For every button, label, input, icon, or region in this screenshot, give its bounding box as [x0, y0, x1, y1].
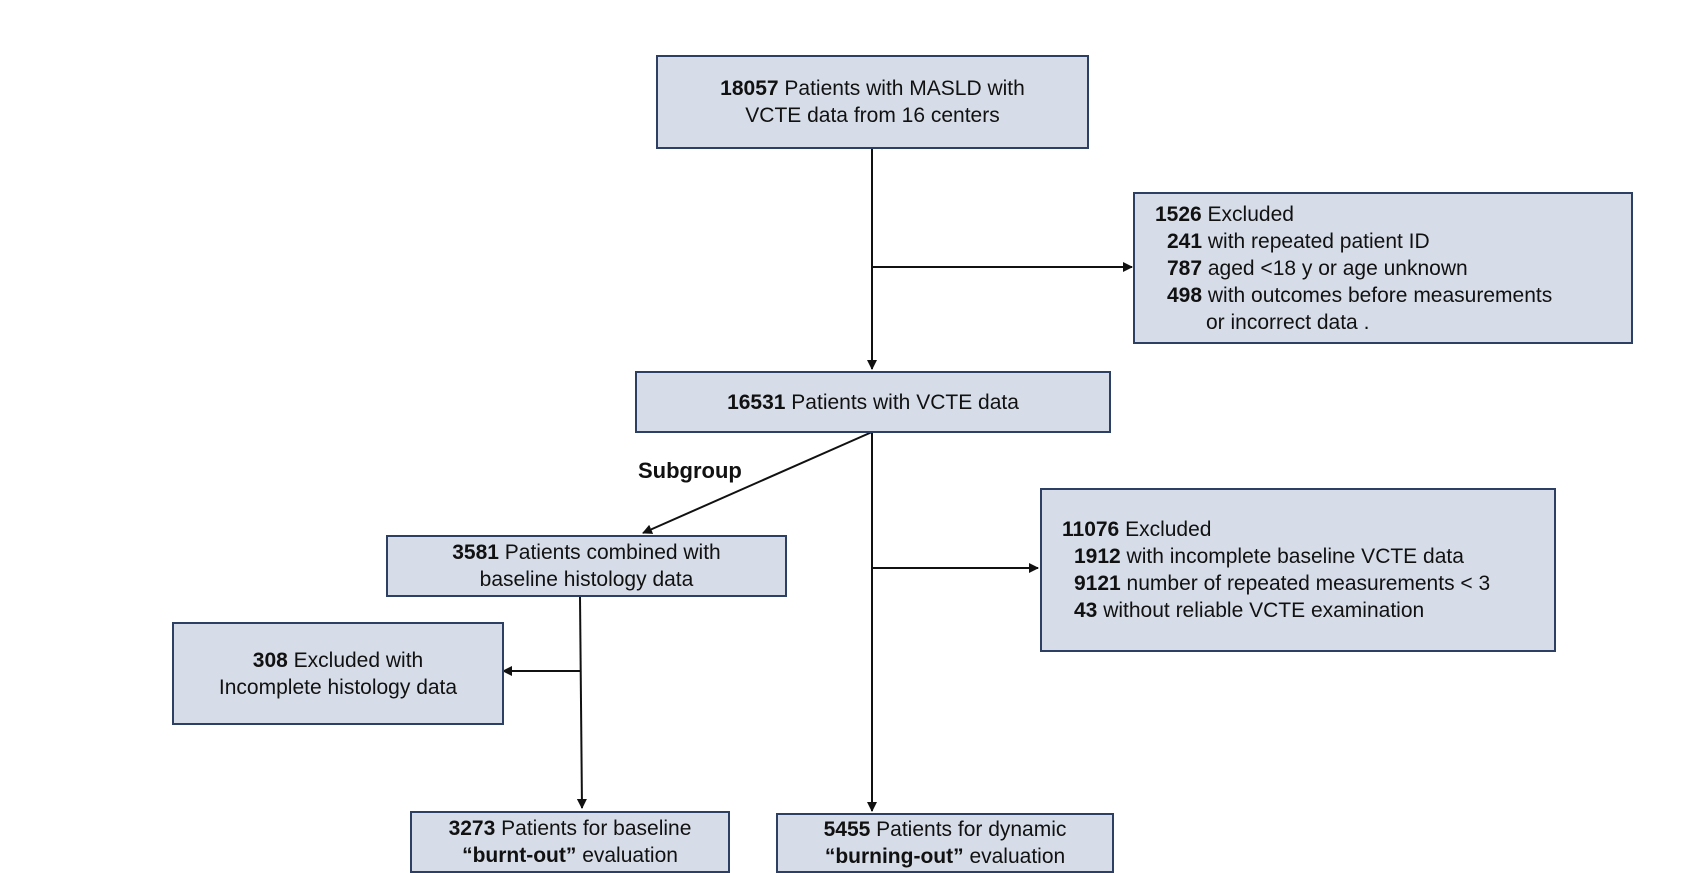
baseline-eval-text: evaluation — [576, 844, 678, 867]
arrow-vcte-to-histology — [642, 431, 873, 534]
excluded1-heading: 1526 Excluded — [1155, 201, 1631, 228]
histology-patients-box: 3581 Patients combined with baseline his… — [386, 535, 787, 597]
dynamic-quote-open: “ — [824, 845, 836, 868]
excluded1-continuation: or incorrect data . — [1206, 310, 1370, 334]
excluded1-item: 787 aged <18 y or age unknown — [1155, 255, 1631, 282]
excluded2-item: 1912 with incomplete baseline VCTE data — [1062, 543, 1554, 570]
excluded2-item-count: 1912 — [1074, 545, 1121, 568]
baseline-count: 3273 — [448, 817, 496, 840]
dynamic-eval-text: evaluation — [963, 845, 1066, 868]
vcte-patients-text: Patients with VCTE data — [785, 390, 1019, 414]
baseline-quote-close: ” — [565, 844, 577, 867]
dynamic-line2: “burning-out” evaluation — [825, 843, 1065, 870]
excluded2-item-text: number of repeated measurements < 3 — [1120, 572, 1491, 595]
excluded1-item: 498 with outcomes before measurements — [1155, 282, 1631, 309]
excluded1-item: 241 with repeated patient ID — [1155, 228, 1631, 255]
baseline-evaluation-box: 3273 Patients for baseline “burnt-out” e… — [410, 811, 730, 873]
excluded1-heading-text: Excluded — [1201, 202, 1294, 226]
excluded-box-3: 308 Excluded with Incomplete histology d… — [172, 622, 504, 725]
excluded3-text: Excluded with — [287, 648, 424, 672]
dynamic-line1: 5455 Patients for dynamic — [824, 816, 1067, 843]
dynamic-count: 5455 — [823, 818, 871, 841]
excluded3-line2: Incomplete histology data — [218, 675, 458, 699]
excluded2-heading: 11076 Excluded — [1062, 516, 1554, 543]
excluded1-count: 1526 — [1155, 202, 1202, 226]
excluded2-count: 11076 — [1062, 518, 1120, 541]
histology-line2: baseline histology data — [479, 568, 694, 591]
vcte-patients-box: 16531 Patients with VCTE data — [635, 371, 1111, 433]
dynamic-text: Patients for dynamic — [870, 818, 1067, 841]
excluded1-item-count: 498 — [1167, 283, 1203, 307]
total-patients-count: 18057 — [720, 77, 779, 100]
subgroup-label: Subgroup — [638, 458, 742, 483]
excluded2-item-text: without reliable VCTE examination — [1097, 599, 1425, 622]
baseline-quote-open: “ — [462, 844, 473, 867]
excluded2-item-text: with incomplete baseline VCTE data — [1120, 545, 1464, 568]
excluded2-item-count: 9121 — [1074, 572, 1121, 595]
excluded1-item-text: aged <18 y or age unknown — [1202, 256, 1468, 280]
excluded2-heading-text: Excluded — [1119, 518, 1212, 541]
excluded-box-1: 1526 Excluded 241 with repeated patient … — [1133, 192, 1633, 344]
vcte-patients-line: 16531 Patients with VCTE data — [727, 389, 1019, 416]
total-patients-box: 18057 Patients with MASLD with VCTE data… — [656, 55, 1089, 149]
arrow-histology-to-baseline — [576, 596, 587, 809]
total-patients-text: Patients with MASLD with — [778, 77, 1025, 100]
total-patients-line2: VCTE data from 16 centers — [745, 104, 1000, 127]
excluded1-item-count: 787 — [1167, 256, 1203, 280]
dynamic-term: burning-out — [835, 845, 954, 868]
histology-count: 3581 — [452, 541, 499, 564]
histology-text: Patients combined with — [498, 541, 721, 564]
dynamic-evaluation-box: 5455 Patients for dynamic “burning-out” … — [776, 813, 1114, 873]
baseline-line1: 3273 Patients for baseline — [449, 815, 692, 842]
excluded3-line1: 308 Excluded with — [253, 647, 423, 674]
dynamic-quote-close: ” — [953, 845, 964, 868]
vcte-patients-count: 16531 — [727, 390, 786, 414]
excluded1-item-count: 241 — [1167, 229, 1203, 253]
excluded-box-2: 11076 Excluded 1912 with incomplete base… — [1040, 488, 1556, 652]
excluded2-item: 9121 number of repeated measurements < 3 — [1062, 570, 1554, 597]
baseline-line2: “burnt-out” evaluation — [462, 842, 678, 869]
excluded2-item-count: 43 — [1074, 599, 1098, 622]
total-patients-line1: 18057 Patients with MASLD with — [720, 75, 1025, 102]
excluded2-item: 43 without reliable VCTE examination — [1062, 597, 1554, 624]
excluded3-count: 308 — [252, 648, 288, 672]
baseline-text: Patients for baseline — [495, 817, 692, 840]
baseline-term: burnt-out — [472, 844, 566, 867]
histology-line1: 3581 Patients combined with — [452, 539, 721, 566]
excluded1-item-text: with outcomes before measurements — [1202, 283, 1553, 307]
excluded1-item-text: with repeated patient ID — [1202, 229, 1430, 253]
